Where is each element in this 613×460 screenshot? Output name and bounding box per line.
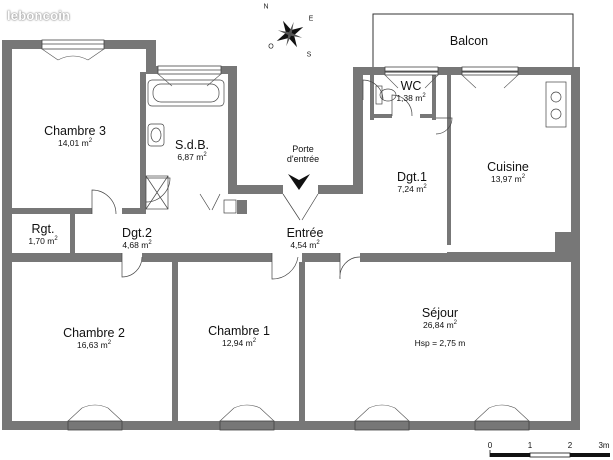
room-chambre3: Chambre 3 14,01 m2	[44, 124, 106, 149]
room-chambre1: Chambre 1 12,94 m2	[208, 324, 270, 349]
room-dgt2: Dgt.2 4,68 m2	[122, 226, 152, 251]
window-swings	[41, 48, 530, 422]
room-sejour: Séjour 26,84 m2 Hsp = 2,75 m	[414, 306, 466, 348]
walls	[2, 40, 580, 430]
windows	[41, 39, 530, 431]
compass-rose-icon	[276, 20, 304, 48]
scale-tick-1: 1	[527, 441, 533, 450]
room-chambre2: Chambre 2 16,63 m2	[63, 326, 125, 351]
room-rgt: Rgt. 1,70 m2	[28, 222, 58, 247]
ceiling-height: Hsp = 2,75 m	[414, 337, 466, 348]
entrance-arrow-icon	[288, 174, 310, 190]
room-sdb: S.d.B. 6,87 m2	[174, 138, 210, 163]
entrance-door-label: Porte d'entrée	[286, 144, 320, 165]
room-cuisine: Cuisine 13,97 m2	[487, 160, 529, 185]
compass-o: O	[268, 43, 274, 51]
room-entree: Entrée 4,54 m2	[286, 226, 324, 251]
scale-tick-0: 0	[487, 441, 493, 450]
door-swings	[91, 79, 453, 280]
compass-s: S	[306, 51, 312, 59]
fixtures	[145, 79, 567, 214]
scale-tick-2: 2	[567, 441, 573, 450]
room-dgt1: Dgt.1 7,24 m2	[397, 170, 427, 195]
compass-n: N	[263, 3, 269, 11]
compass-e: E	[308, 15, 314, 23]
watermark-text: leboncoin	[7, 8, 71, 23]
scale-tick-3: 3m	[598, 441, 610, 450]
balcony-label: Balcon	[449, 34, 489, 48]
scale-bar	[489, 450, 610, 458]
room-wc: WC 1,38 m2	[396, 79, 426, 104]
balcony-outline	[372, 13, 574, 73]
